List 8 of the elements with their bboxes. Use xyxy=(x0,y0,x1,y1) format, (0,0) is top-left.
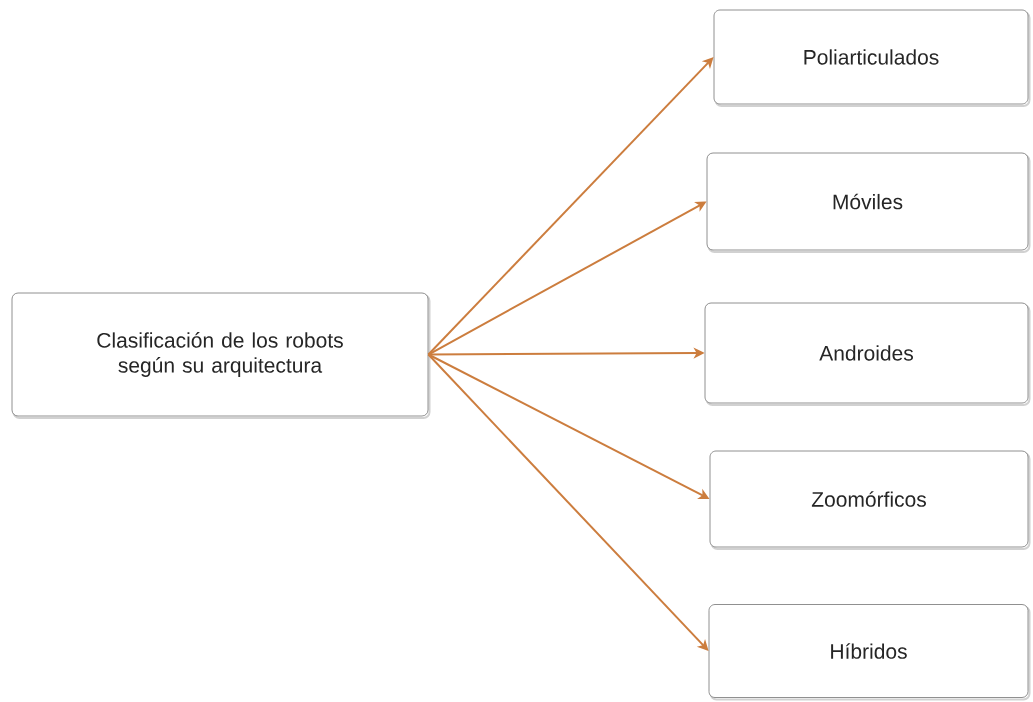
category-box: Androides xyxy=(704,302,1031,406)
category-box: Zoomórficos xyxy=(709,450,1031,550)
category-box: Híbridos xyxy=(708,604,1031,701)
arrow xyxy=(427,57,714,356)
category-box: Clasificación de los robots según su arquitectura xyxy=(11,292,431,419)
category-box: Poliarticulados xyxy=(713,9,1031,107)
arrow xyxy=(427,353,709,651)
category-box: Móviles xyxy=(706,152,1031,253)
